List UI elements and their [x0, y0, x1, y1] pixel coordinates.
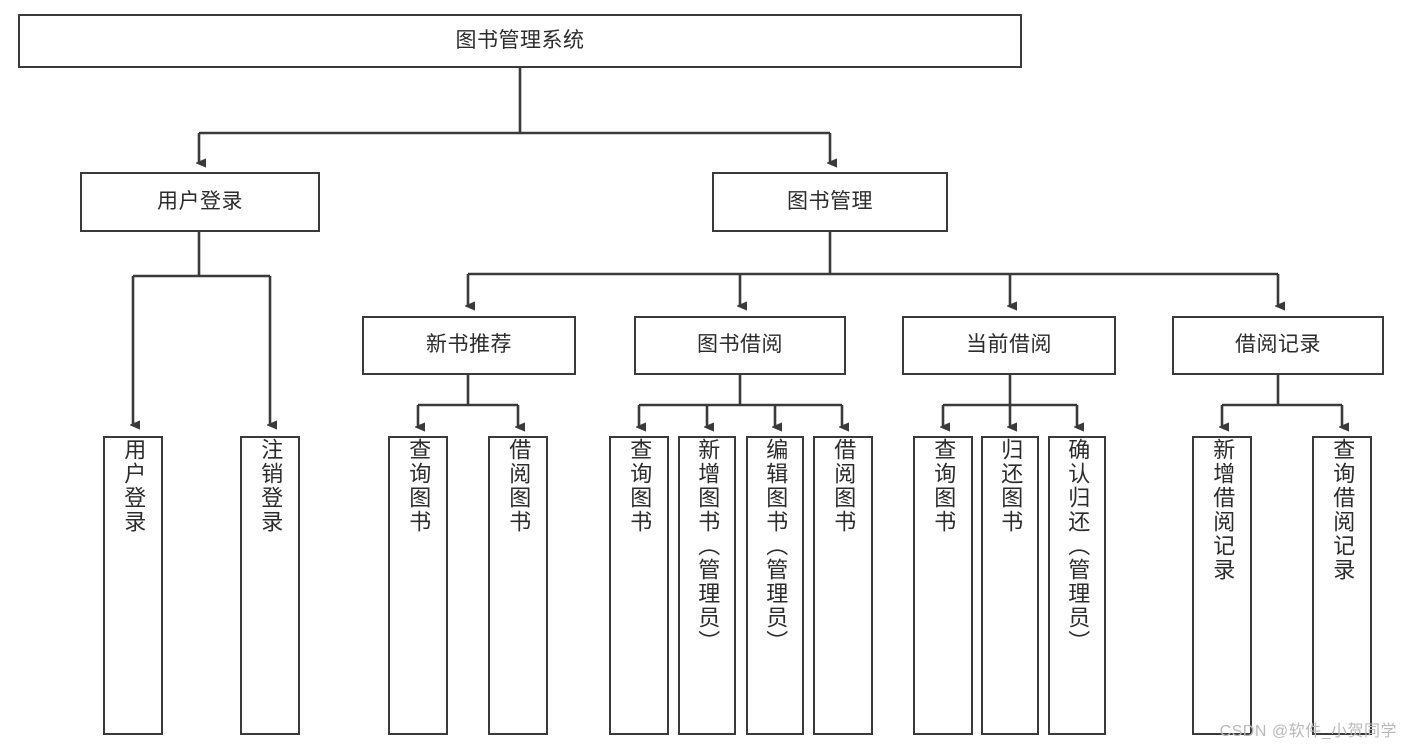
- node-label: 用户登录: [121, 438, 147, 534]
- leaf-borrow-book-new[interactable]: 借阅图书: [488, 436, 548, 735]
- node-label: 新增图书（管理员）: [695, 438, 721, 654]
- node-label: 借阅记录: [1235, 333, 1321, 357]
- node-label: 当前借阅: [966, 333, 1052, 357]
- leaf-user-login[interactable]: 用户登录: [103, 436, 163, 735]
- leaf-add-borrow-record[interactable]: 新增借阅记录: [1192, 436, 1252, 735]
- leaf-logout[interactable]: 注销登录: [240, 436, 300, 735]
- node-label: 借阅图书: [831, 438, 857, 534]
- node-borrowing-record[interactable]: 借阅记录: [1172, 316, 1384, 375]
- node-current-borrowing[interactable]: 当前借阅: [902, 316, 1116, 375]
- leaf-confirm-return-admin[interactable]: 确认归还（管理员）: [1048, 436, 1106, 735]
- node-label: 查询图书: [931, 438, 957, 534]
- node-label: 新书推荐: [426, 333, 512, 357]
- leaf-edit-book-admin[interactable]: 编辑图书（管理员）: [746, 436, 804, 735]
- node-book-borrowing[interactable]: 图书借阅: [634, 316, 846, 375]
- node-label: 图书借阅: [697, 333, 783, 357]
- leaf-return-book[interactable]: 归还图书: [981, 436, 1039, 735]
- watermark: CSDN @软件_小贺同学: [1219, 723, 1397, 740]
- leaf-query-borrow-record[interactable]: 查询借阅记录: [1312, 436, 1372, 735]
- leaf-borrow-book[interactable]: 借阅图书: [813, 436, 873, 735]
- leaf-query-book-current[interactable]: 查询图书: [913, 436, 973, 735]
- leaf-query-book-borrow[interactable]: 查询图书: [609, 436, 669, 735]
- leaf-add-book-admin[interactable]: 新增图书（管理员）: [678, 436, 736, 735]
- node-label: 注销登录: [258, 438, 284, 534]
- node-new-book-recommendation[interactable]: 新书推荐: [362, 316, 576, 375]
- node-root-book-management-system[interactable]: 图书管理系统: [18, 14, 1022, 68]
- node-label: 图书管理系统: [455, 28, 585, 52]
- node-label: 新增借阅记录: [1210, 438, 1236, 582]
- node-label: 编辑图书（管理员）: [763, 438, 789, 654]
- node-label: 查询借阅记录: [1330, 438, 1356, 582]
- node-label: 确认归还（管理员）: [1065, 438, 1091, 654]
- node-book-management[interactable]: 图书管理: [712, 172, 948, 232]
- node-label: 用户登录: [157, 189, 243, 213]
- node-label: 查询图书: [627, 438, 653, 534]
- node-user-login[interactable]: 用户登录: [80, 172, 320, 232]
- node-label: 借阅图书: [506, 438, 532, 534]
- node-label: 归还图书: [998, 438, 1024, 534]
- node-label: 查询图书: [406, 438, 432, 534]
- node-label: 图书管理: [787, 189, 873, 213]
- leaf-query-book-new[interactable]: 查询图书: [388, 436, 448, 735]
